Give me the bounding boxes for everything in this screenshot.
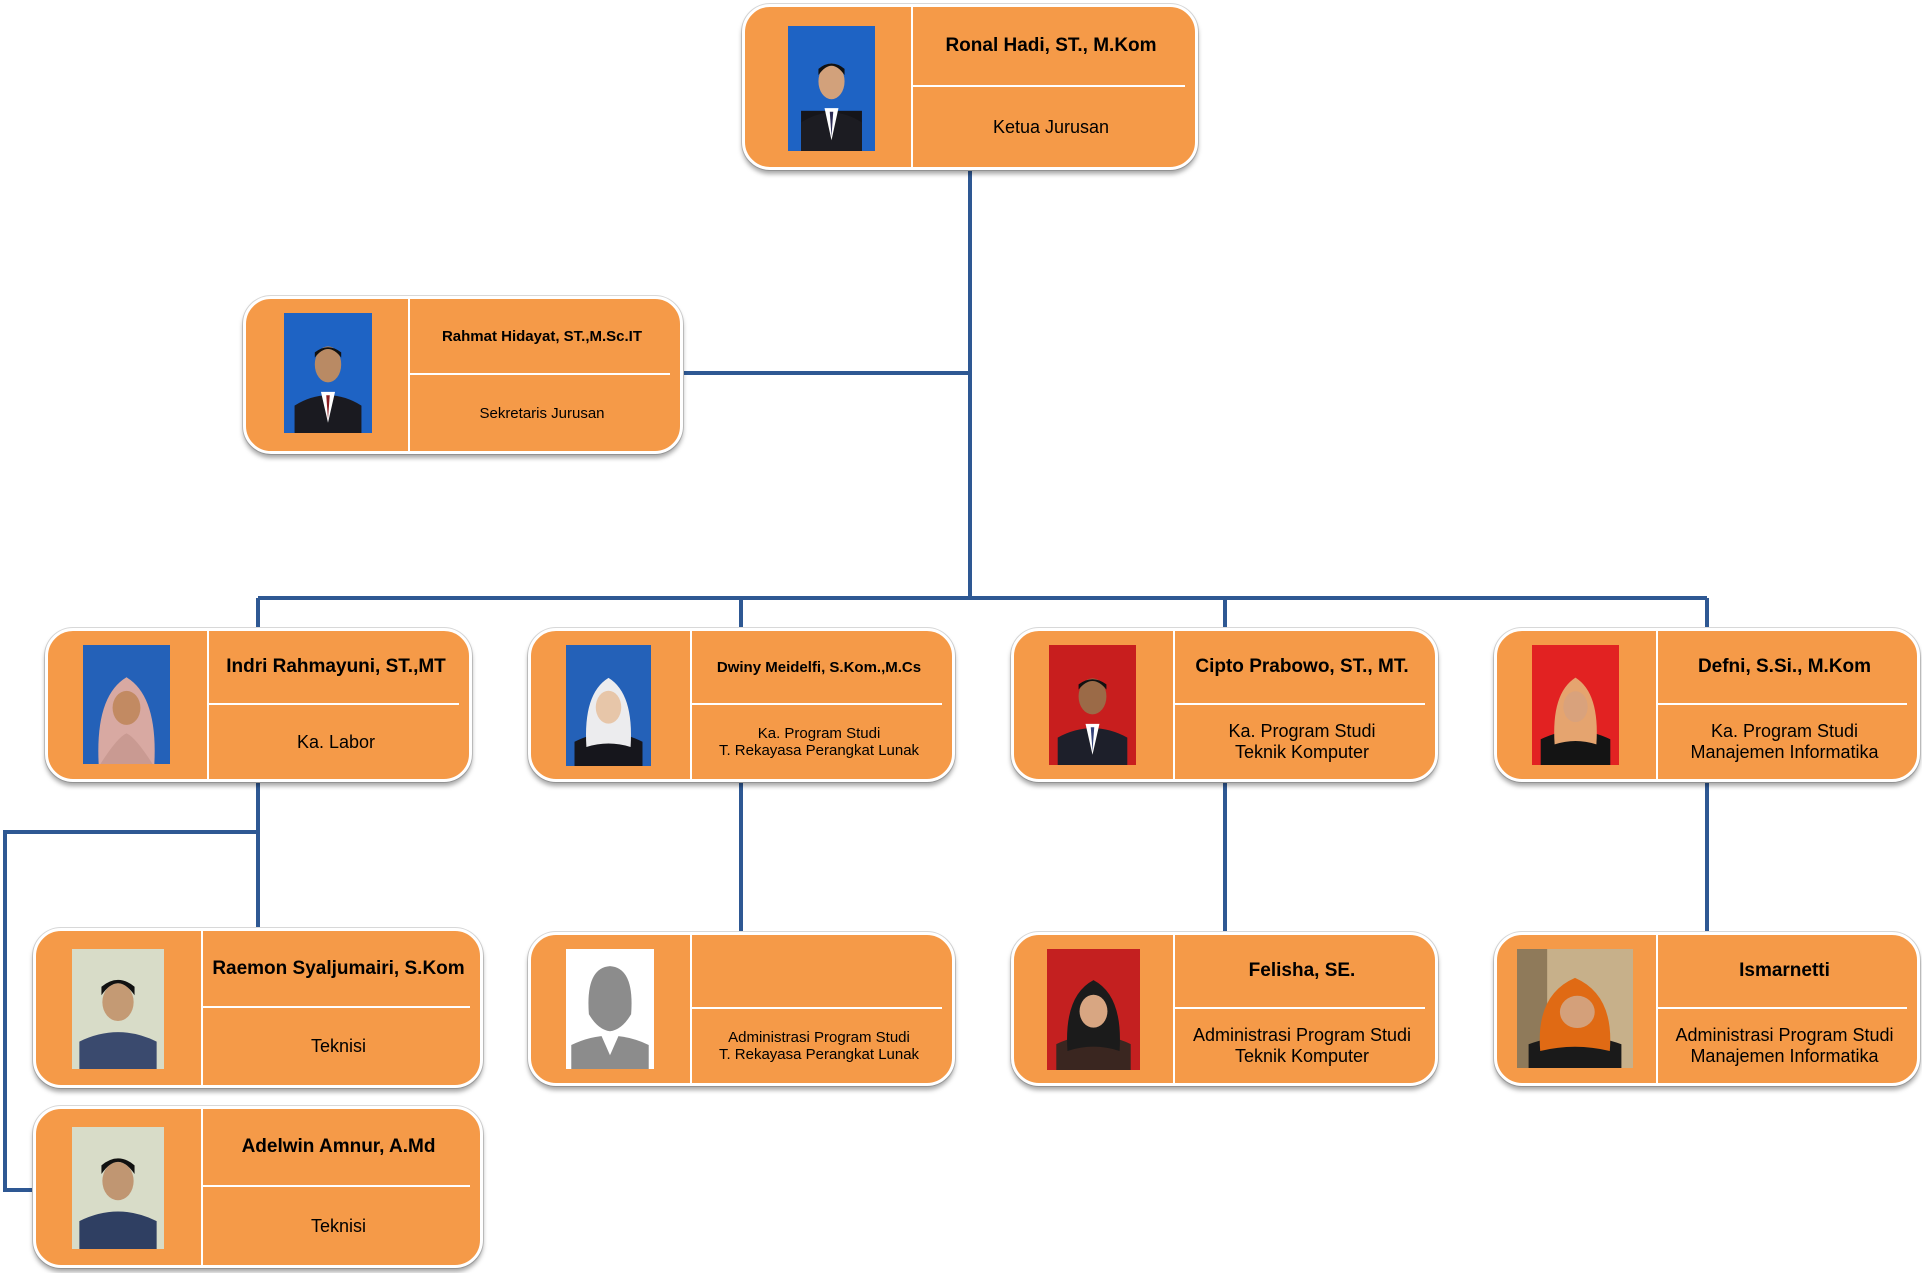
- woman-hijab-blue-bg-photo: [566, 645, 651, 766]
- man-suit-blue-bg-photo: [284, 313, 372, 433]
- admin-trpl-card: Administrasi Program Studi T. Rekayasa P…: [528, 932, 955, 1086]
- secretary-card: Rahmat Hidayat, ST.,M.Sc.IT Sekretaris J…: [243, 296, 683, 454]
- woman-hijab-orange-photo: [1517, 949, 1633, 1068]
- technician-2-role: Teknisi: [310, 1215, 367, 1236]
- tk-head-card: Cipto Prabowo, ST., MT. Ka. Program Stud…: [1011, 628, 1438, 782]
- secretary-name: Rahmat Hidayat, ST.,M.Sc.IT: [441, 327, 643, 345]
- man-suit-red-bg-photo: [1049, 645, 1136, 765]
- admin-tk-card: Felisha, SE. Administrasi Program Studi …: [1011, 932, 1438, 1086]
- technician-1-name: Raemon Syaljumairi, S.Kom: [212, 957, 465, 979]
- mi-head-card: Defni, S.Si., M.Kom Ka. Program Studi Ma…: [1494, 628, 1920, 782]
- tk-head-name: Cipto Prabowo, ST., MT.: [1195, 656, 1409, 677]
- mi-head-role: Ka. Program Studi Manajemen Informatika: [1690, 721, 1879, 762]
- admin-trpl-role: Administrasi Program Studi T. Rekayasa P…: [718, 1029, 920, 1063]
- man-suit-blue-bg-photo: [788, 26, 875, 151]
- admin-mi-card: Ismarnetti Administrasi Program Studi Ma…: [1494, 932, 1920, 1086]
- admin-trpl-name: [694, 935, 944, 1007]
- placeholder-silhouette-icon: [566, 949, 654, 1069]
- head-role: Ketua Jurusan: [992, 116, 1110, 137]
- woman-hijab-blue-bg-photo: [83, 645, 170, 764]
- admin-mi-name: Ismarnetti: [1739, 960, 1830, 981]
- secretary-role: Sekretaris Jurusan: [479, 404, 605, 422]
- man-uniform-photo: [72, 1127, 164, 1249]
- technician-2-card: Adelwin Amnur, A.Md Teknisi: [33, 1106, 483, 1268]
- labor-head-role: Ka. Labor: [296, 731, 376, 752]
- trpl-head-role: Ka. Program Studi T. Rekayasa Perangkat …: [718, 725, 920, 759]
- technician-2-name: Adelwin Amnur, A.Md: [241, 1136, 436, 1157]
- admin-tk-role: Administrasi Program Studi Teknik Komput…: [1192, 1025, 1412, 1066]
- tk-head-role: Ka. Program Studi Teknik Komputer: [1228, 721, 1376, 762]
- mi-head-name: Defni, S.Si., M.Kom: [1697, 656, 1872, 677]
- trpl-head-name: Dwiny Meidelfi, S.Kom.,M.Cs: [716, 658, 922, 676]
- head-name: Ronal Hadi, ST., M.Kom: [945, 35, 1157, 56]
- technician-1-card: Raemon Syaljumairi, S.Kom Teknisi: [33, 928, 483, 1088]
- trpl-head-card: Dwiny Meidelfi, S.Kom.,M.Cs Ka. Program …: [528, 628, 955, 782]
- labor-head-card: Indri Rahmayuni, ST.,MT Ka. Labor: [45, 628, 472, 782]
- head-card: Ronal Hadi, ST., M.Kom Ketua Jurusan: [742, 4, 1198, 170]
- woman-hijab-red-bg-photo: [1532, 645, 1619, 765]
- man-uniform-photo: [72, 949, 164, 1069]
- labor-head-name: Indri Rahmayuni, ST.,MT: [226, 656, 446, 677]
- admin-tk-name: Felisha, SE.: [1248, 960, 1356, 981]
- technician-1-role: Teknisi: [310, 1036, 367, 1056]
- woman-hijab-red-bg-photo: [1047, 949, 1140, 1070]
- connector-labor-side: [3, 830, 258, 1192]
- admin-mi-role: Administrasi Program Studi Manajemen Inf…: [1675, 1025, 1894, 1066]
